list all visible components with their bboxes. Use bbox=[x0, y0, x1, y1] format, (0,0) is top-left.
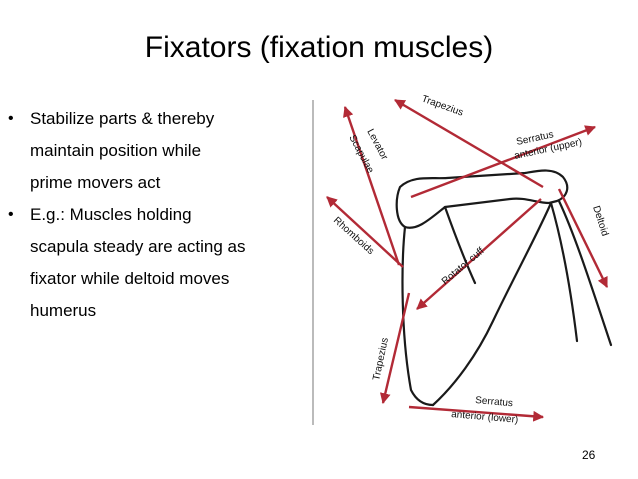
bullet-text-line: maintain position while bbox=[30, 135, 308, 167]
humerus-inner-edge bbox=[551, 203, 577, 341]
label-serratus-lower-sub: anterior (lower) bbox=[451, 409, 519, 426]
label-rotator-cuff: Rotator cuff bbox=[440, 246, 487, 288]
rhomboids-arrow bbox=[327, 197, 403, 267]
slide-title: Fixators (fixation muscles) bbox=[0, 30, 638, 66]
bullet-list: • Stabilize parts & thereby maintain pos… bbox=[8, 103, 308, 327]
bullet-marker: • bbox=[8, 199, 14, 231]
label-trapezius-lower: Trapezius bbox=[371, 337, 391, 382]
bullet-text-line: humerus bbox=[30, 295, 308, 327]
label-deltoid: Deltoid bbox=[590, 205, 610, 238]
label-serratus-lower: Serratus bbox=[475, 395, 514, 409]
bullet-text-line: E.g.: Muscles holding bbox=[30, 199, 308, 231]
acromion-shape bbox=[397, 171, 568, 228]
scapula-lateral-border bbox=[433, 203, 551, 405]
bullet-item: • E.g.: Muscles holding scapula steady a… bbox=[8, 199, 308, 327]
bullet-marker: • bbox=[8, 103, 14, 135]
bullet-text-line: fixator while deltoid moves bbox=[30, 263, 308, 295]
page-number: 26 bbox=[582, 448, 595, 462]
bullet-text-line: scapula steady are acting as bbox=[30, 231, 308, 263]
bullet-text-line: prime movers act bbox=[30, 167, 308, 199]
bullet-text-line: Stabilize parts & thereby bbox=[30, 103, 308, 135]
scapula-muscle-diagram: Trapezius Serratus anterior (upper) Leva… bbox=[305, 95, 625, 435]
scapula-medial-border bbox=[403, 227, 433, 405]
scapula-outline bbox=[397, 171, 611, 406]
bullet-item: • Stabilize parts & thereby maintain pos… bbox=[8, 103, 308, 199]
label-trapezius-upper: Trapezius bbox=[420, 95, 465, 119]
